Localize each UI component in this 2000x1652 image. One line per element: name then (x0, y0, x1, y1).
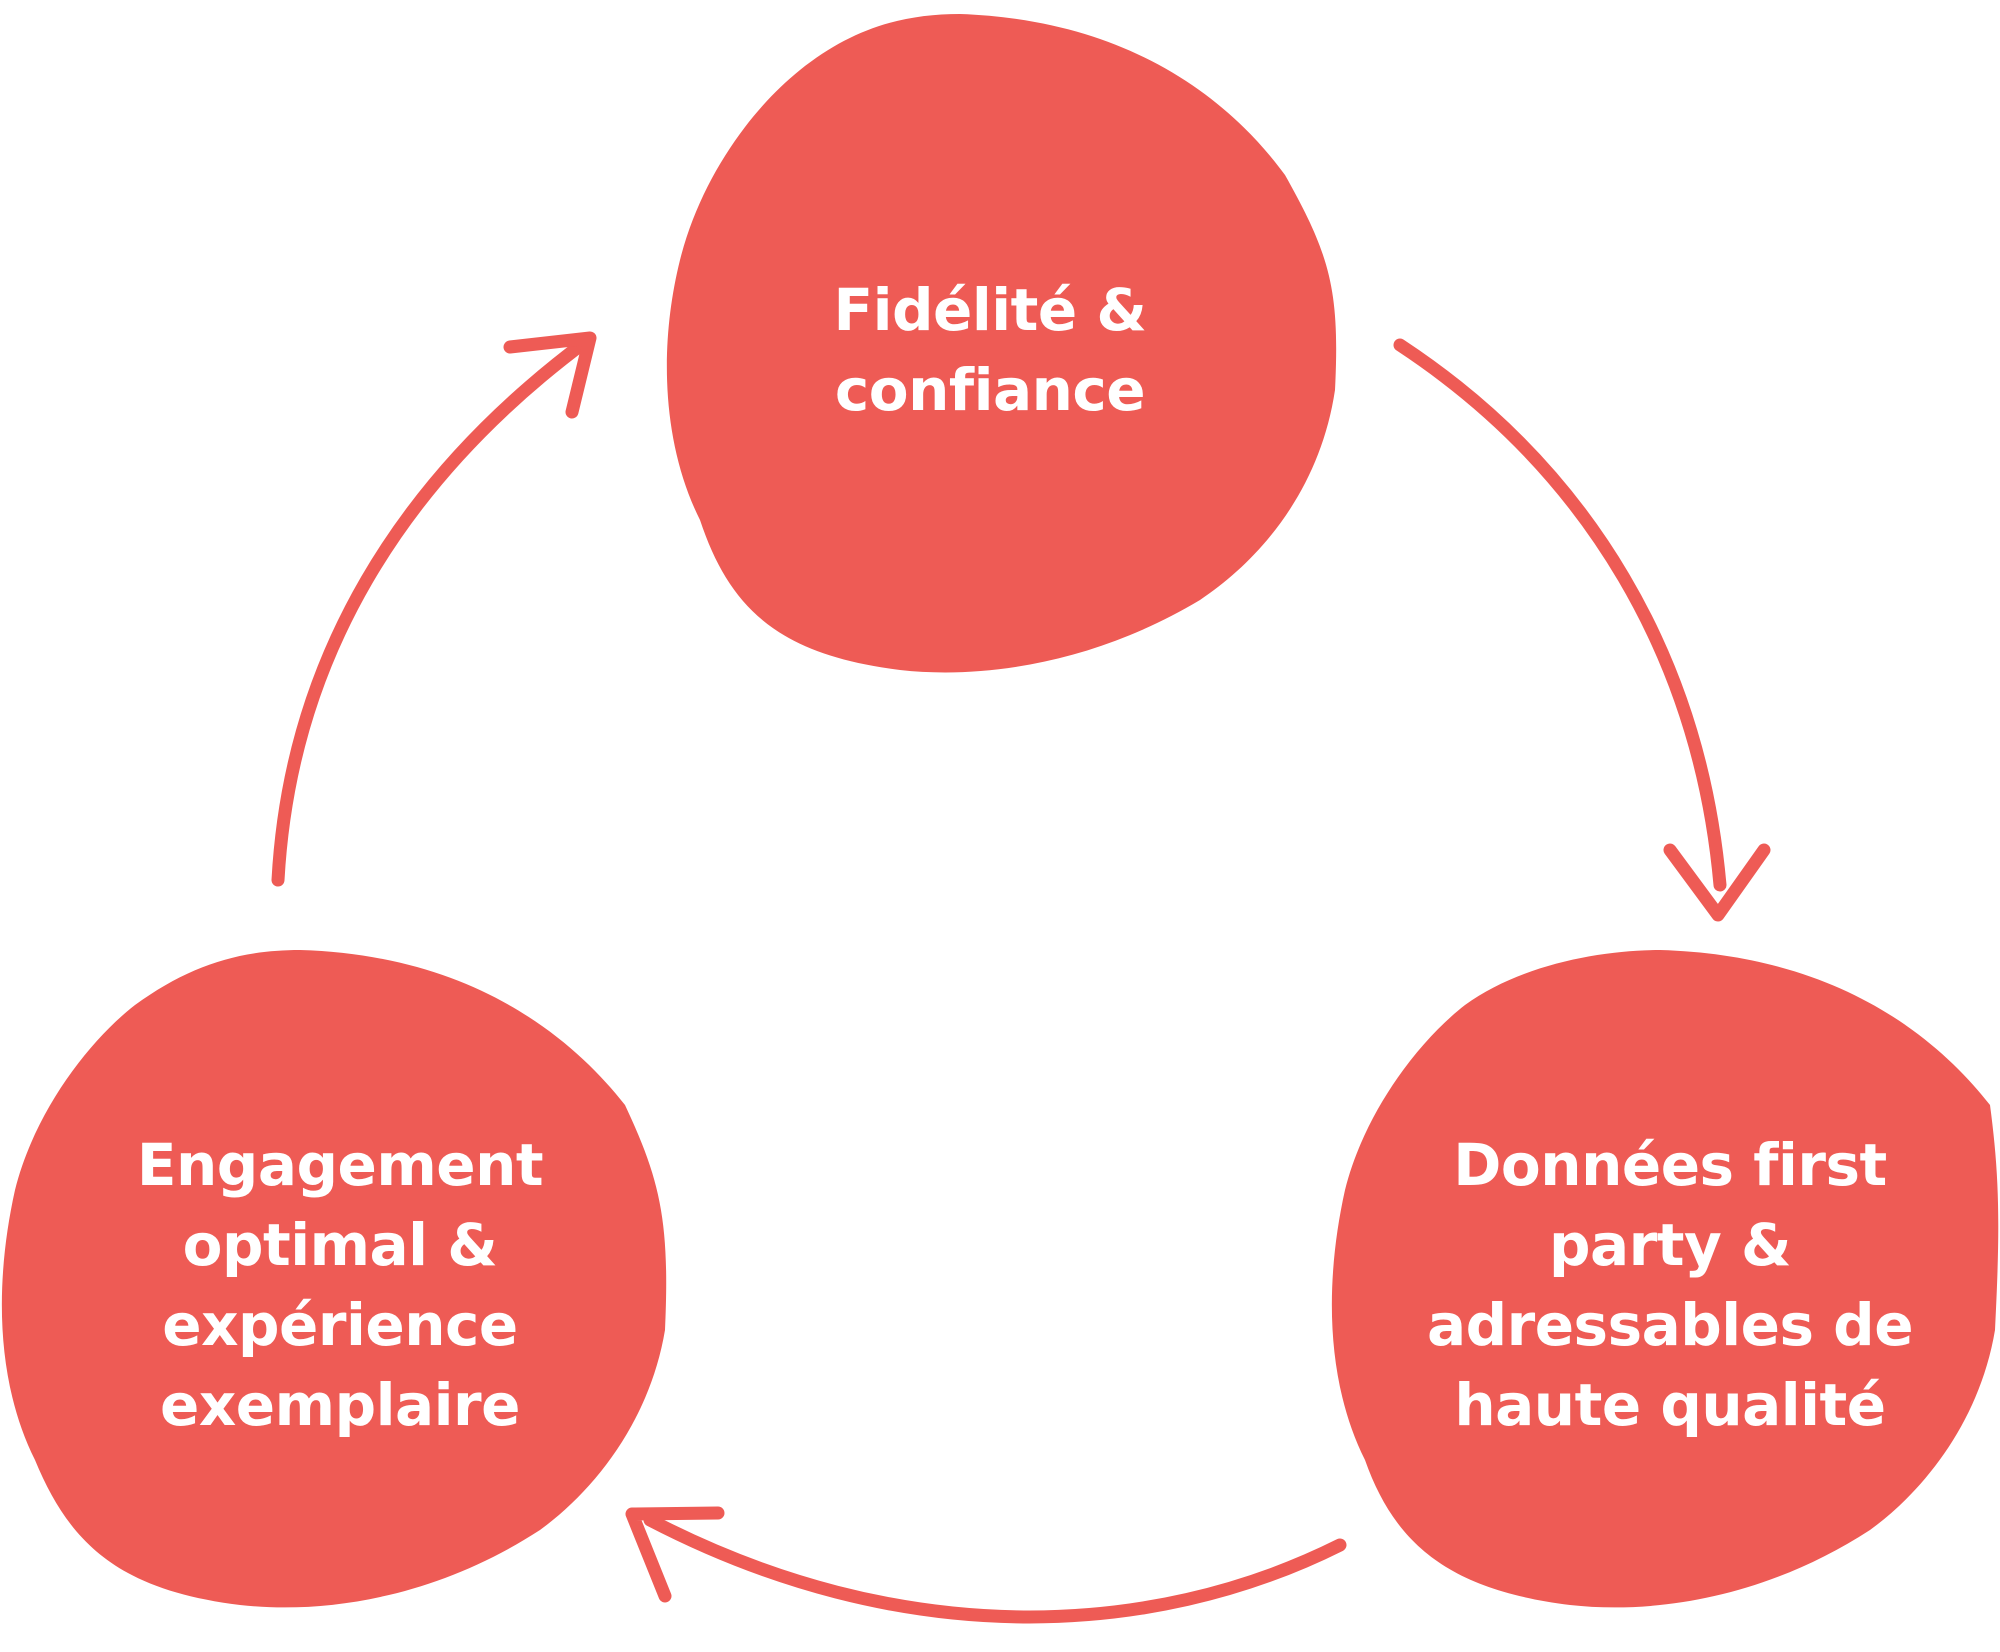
blob-top (666, 14, 1337, 673)
node-right-line-2: party & (1548, 1211, 1792, 1279)
node-left-line-1: Engagement (136, 1131, 544, 1199)
arrowhead-left (625, 1506, 725, 1603)
node-right-line-3: adressables de (1426, 1291, 1914, 1359)
node-top-line-1: Fidélité & (833, 276, 1147, 344)
arrowhead-top (503, 331, 597, 419)
node-left-line-4: exemplaire (160, 1371, 520, 1439)
node-top-label: Fidélité & confiance (760, 270, 1220, 430)
node-left-label: Engagement optimal & expérience exemplai… (110, 1125, 570, 1445)
blob-right (1331, 950, 1999, 1608)
arrow-right-to-left (643, 1513, 1347, 1624)
node-left-line-2: optimal & (182, 1211, 498, 1279)
arrowhead-right (1663, 843, 1771, 922)
node-top-line-2: confiance (834, 356, 1146, 424)
node-right-line-4: haute qualité (1454, 1371, 1886, 1439)
node-left-line-3: expérience (162, 1291, 518, 1359)
node-right-label: Données first party & adressables de hau… (1410, 1125, 1930, 1445)
blob-left (1, 950, 667, 1608)
arrow-left-to-top (271, 335, 592, 887)
node-right-line-1: Données first (1453, 1131, 1887, 1199)
arrow-top-to-right (1393, 338, 1727, 892)
